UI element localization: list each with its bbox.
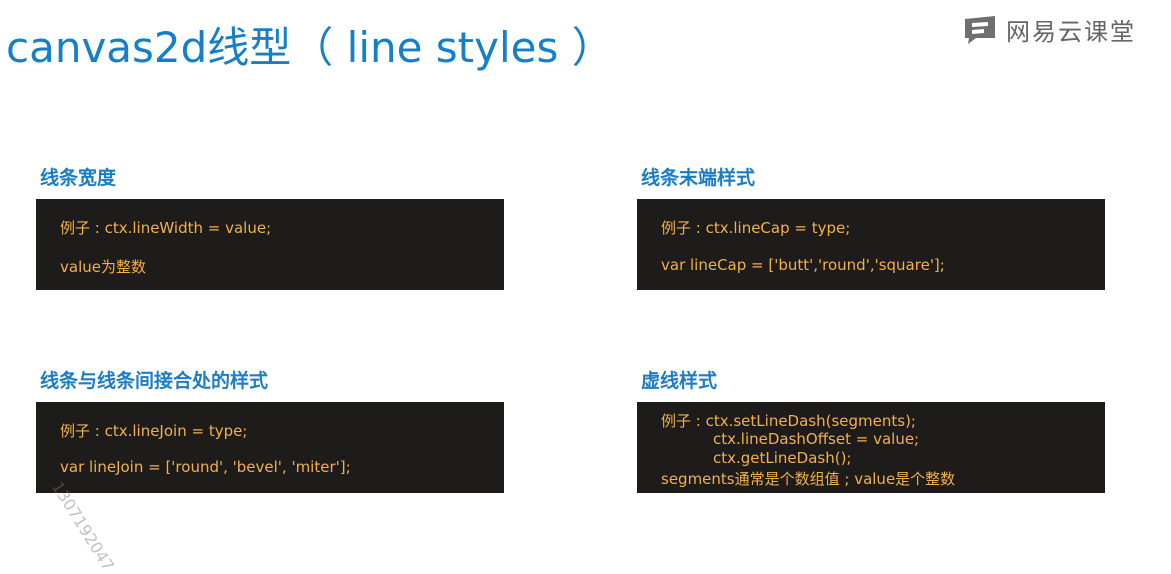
code-line: segments通常是个数组值 ; value是个整数	[661, 470, 956, 488]
code-box-line-cap: 例子 : ctx.lineCap = type; var lineCap = […	[637, 199, 1105, 290]
code-line: var lineJoin = ['round', 'bevel', 'miter…	[60, 458, 351, 476]
code-line: ctx.lineDashOffset = value;	[713, 430, 920, 448]
logo: 网易云课堂	[962, 12, 1136, 47]
section-title-line-dash: 虚线样式	[641, 370, 718, 392]
section-title-line-width: 线条宽度	[40, 167, 117, 189]
code-box-line-join: 例子 : ctx.lineJoin = type; var lineJoin =…	[36, 402, 504, 493]
netease-cloud-classroom-icon	[965, 15, 995, 44]
section-title-line-join: 线条与线条间接合处的样式	[40, 370, 269, 392]
code-line: 例子 : ctx.lineJoin = type;	[60, 422, 248, 440]
section-title-line-cap: 线条末端样式	[641, 167, 756, 189]
code-line: ctx.getLineDash();	[713, 449, 852, 467]
code-line: 例子 : ctx.lineCap = type;	[661, 219, 851, 237]
page-title: canvas2d线型（ line styles ）	[6, 23, 614, 72]
logo-text: 网易云课堂	[1006, 18, 1136, 46]
code-line: var lineCap = ['butt','round','square'];	[661, 256, 945, 274]
code-line: 例子 : ctx.lineWidth = value;	[60, 219, 272, 237]
code-box-line-width: 例子 : ctx.lineWidth = value; value为整数	[36, 199, 504, 290]
code-line: value为整数	[60, 258, 146, 276]
code-box-line-dash: 例子 : ctx.setLineDash(segments); ctx.line…	[637, 402, 1105, 493]
code-line: 例子 : ctx.setLineDash(segments);	[661, 412, 916, 430]
